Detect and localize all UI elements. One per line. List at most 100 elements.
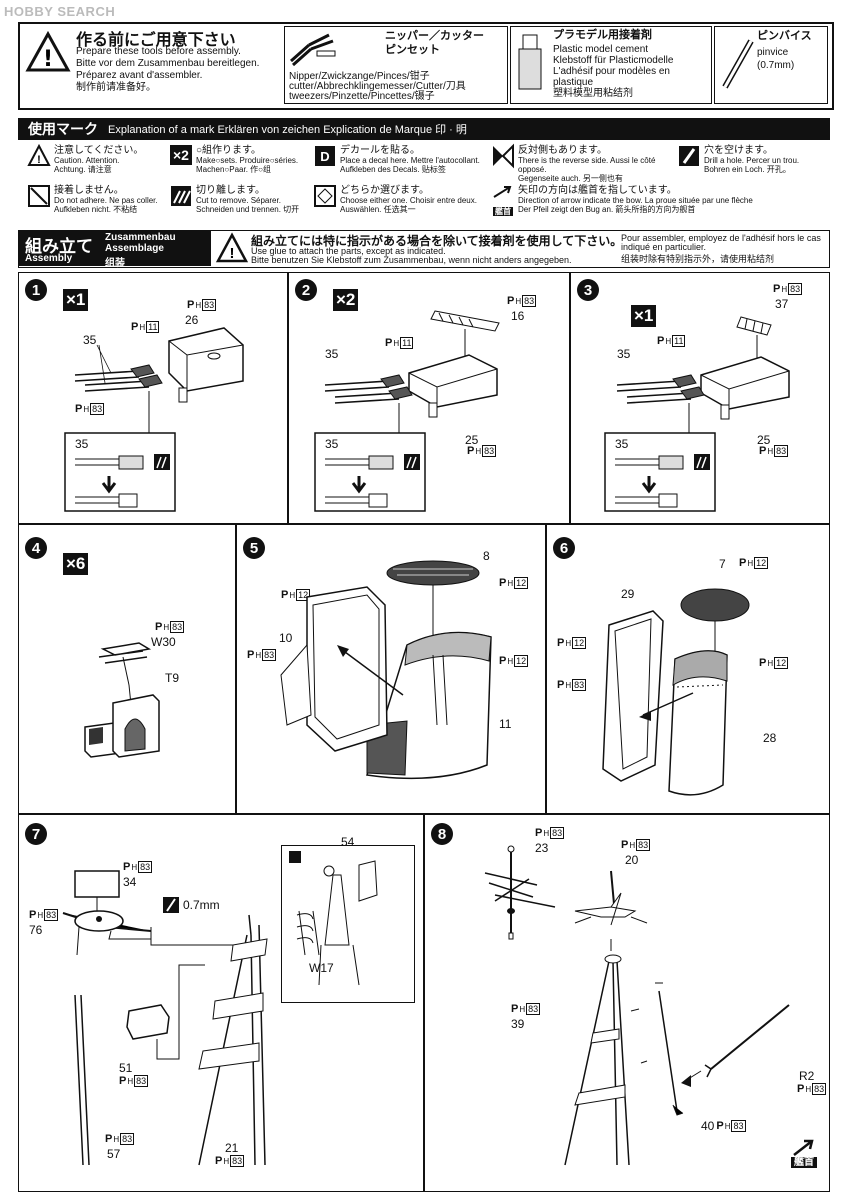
bow-arrow-icon bbox=[493, 186, 512, 198]
reverse-side-icon bbox=[493, 143, 514, 169]
mark-noglue-l2: Aufkleben nicht. 不粘结 bbox=[54, 205, 138, 214]
step-5-part-8: 8 bbox=[483, 549, 490, 563]
x2-icon: ×2 bbox=[170, 145, 192, 165]
step-2-number: 2 bbox=[295, 279, 317, 301]
tripod-mast-drawing bbox=[484, 845, 790, 1166]
tool3-title: ピンバイス bbox=[757, 30, 812, 42]
caution-icon: ! bbox=[25, 30, 71, 72]
no-glue-icon bbox=[28, 185, 50, 207]
tool2-line-3: L'adhésif pour modèles en bbox=[553, 66, 670, 77]
mark-drill-l2: Bohren ein Loch. 开孔。 bbox=[704, 165, 791, 174]
step-7-part-54: 54 bbox=[341, 835, 355, 849]
tool3-line-2: (0.7mm) bbox=[757, 60, 795, 71]
mark-noglue-l1: Do not adhere. Ne pas coller. bbox=[54, 196, 158, 205]
turret-drawing bbox=[64, 327, 244, 512]
tool2-line-1: Plastic model cement bbox=[553, 44, 649, 55]
step-3-part-25: 25 bbox=[757, 433, 771, 447]
step-2-multiplier: ×2 bbox=[333, 289, 359, 311]
tool-cement-box: プラモデル用接着剤 Plastic model cement Klebstoff… bbox=[510, 26, 712, 104]
drill-icon bbox=[679, 146, 699, 166]
mark-cut: 切り離します。Cut to remove. Séparer.Schneiden … bbox=[170, 185, 340, 214]
step-7-part-34: 34 bbox=[123, 875, 137, 889]
step-1-part-26: 26 bbox=[185, 313, 199, 327]
mark-no-glue: 接着しません。Do not adhere. Ne pas coller.Aufk… bbox=[28, 185, 178, 214]
assembly-cn: 组装 bbox=[105, 258, 125, 269]
step-7-part-51: 51 bbox=[119, 1061, 133, 1075]
step-7-part-57: 57 bbox=[107, 1147, 121, 1161]
tool1-line-3: tweezers/Pinzette/Pincettes/镊子 bbox=[289, 91, 435, 102]
mark-decal: D デカールを貼る。Place a decal here. Mettre l'a… bbox=[314, 145, 494, 174]
tool2-title: プラモデル用接着剤 bbox=[553, 29, 652, 41]
assembly-jp: 組み立て bbox=[25, 237, 93, 256]
mark-caution-l2: Achtung. 请注意 bbox=[54, 165, 112, 174]
tool1-title2: ピンセット bbox=[385, 44, 440, 56]
tool1-title: ニッパー／カッター bbox=[385, 30, 484, 42]
assembly-en: Assembly bbox=[25, 253, 73, 264]
mark-drill: 穴を空けます。Drill a hole. Percer un trou.Bohr… bbox=[678, 145, 828, 174]
step-1-part-35a: 35 bbox=[83, 333, 97, 347]
mark-make-l2: Machen○Paar. 作○组 bbox=[195, 165, 271, 174]
mark-caution-jp: 注意してください。 bbox=[54, 145, 144, 156]
mark-bow: 艦首 矢印の方向は艦首を指しています。Direction of arrow in… bbox=[492, 185, 822, 216]
step-3-part-35a: 35 bbox=[617, 347, 631, 361]
bow-arrow-large-icon bbox=[793, 1139, 814, 1156]
turret-2-drawing bbox=[314, 310, 500, 512]
drill-small-icon bbox=[163, 897, 179, 913]
tool1-line-2: cutter/Abbrechklingemesser/Cutter/刀具 bbox=[289, 81, 466, 92]
tool-pinvice-box: ピンバイス pinvice (0.7mm) bbox=[714, 26, 828, 104]
svg-text:!: ! bbox=[43, 47, 53, 72]
assembly-fr: Assemblage bbox=[105, 243, 164, 254]
mark-reverse-l2: Gegenseite auch. 另一侧也有 bbox=[518, 174, 623, 183]
tool3-line-1: pinvice bbox=[757, 47, 789, 58]
mark-drill-l1: Drill a hole. Percer un trou. bbox=[704, 156, 800, 165]
step-3-part-37: 37 bbox=[775, 297, 789, 311]
turret-3-drawing bbox=[604, 316, 790, 512]
mark-choose-l1: Choose either one. Choisir entre deux. bbox=[340, 196, 477, 205]
step-4-number: 4 bbox=[25, 537, 47, 559]
step-6-part-7: 7 bbox=[719, 557, 726, 571]
step-1-part-35b: 35 bbox=[75, 437, 89, 451]
step-8-part-23: 23 bbox=[535, 841, 549, 855]
marks-header-jp: 使用マーク bbox=[28, 121, 98, 137]
assembly-caution-icon: ! bbox=[215, 232, 249, 263]
decal-icon: D bbox=[315, 146, 335, 166]
svg-text:D: D bbox=[320, 149, 329, 164]
step-2-part-16: 16 bbox=[511, 309, 525, 323]
mark-reverse-l1: There is the reverse side. Aussi le côté… bbox=[518, 156, 656, 174]
step-7-detail-box bbox=[281, 845, 415, 1003]
step-8-number: 8 bbox=[431, 823, 453, 845]
step-1-multiplier: ×1 bbox=[63, 289, 89, 311]
step-4-part-w30: W30 bbox=[151, 635, 176, 649]
drill-size: 0.7mm bbox=[183, 898, 220, 912]
choose-icon bbox=[314, 185, 336, 207]
mark-noglue-jp: 接着しません。 bbox=[54, 185, 124, 196]
assembly-note-jp: 組み立てには特に指示がある場合を除いて接着剤を使用して下さい。 bbox=[251, 234, 623, 248]
tools-notice: ! 作る前にご用意下さい Prepare these tools before … bbox=[18, 22, 834, 110]
step-3-multiplier: ×1 bbox=[631, 305, 657, 327]
mark-cut-l1: Cut to remove. Séparer. bbox=[196, 196, 281, 205]
svg-text:!: ! bbox=[230, 245, 235, 262]
mark-caution-l1: Caution. Attention. bbox=[54, 156, 120, 165]
tools-line-3: Préparez avant d'assembler. bbox=[76, 70, 203, 81]
step-5-part-10: 10 bbox=[279, 631, 293, 645]
assembly-note-en: Use glue to attach the parts, except as … bbox=[251, 246, 446, 256]
